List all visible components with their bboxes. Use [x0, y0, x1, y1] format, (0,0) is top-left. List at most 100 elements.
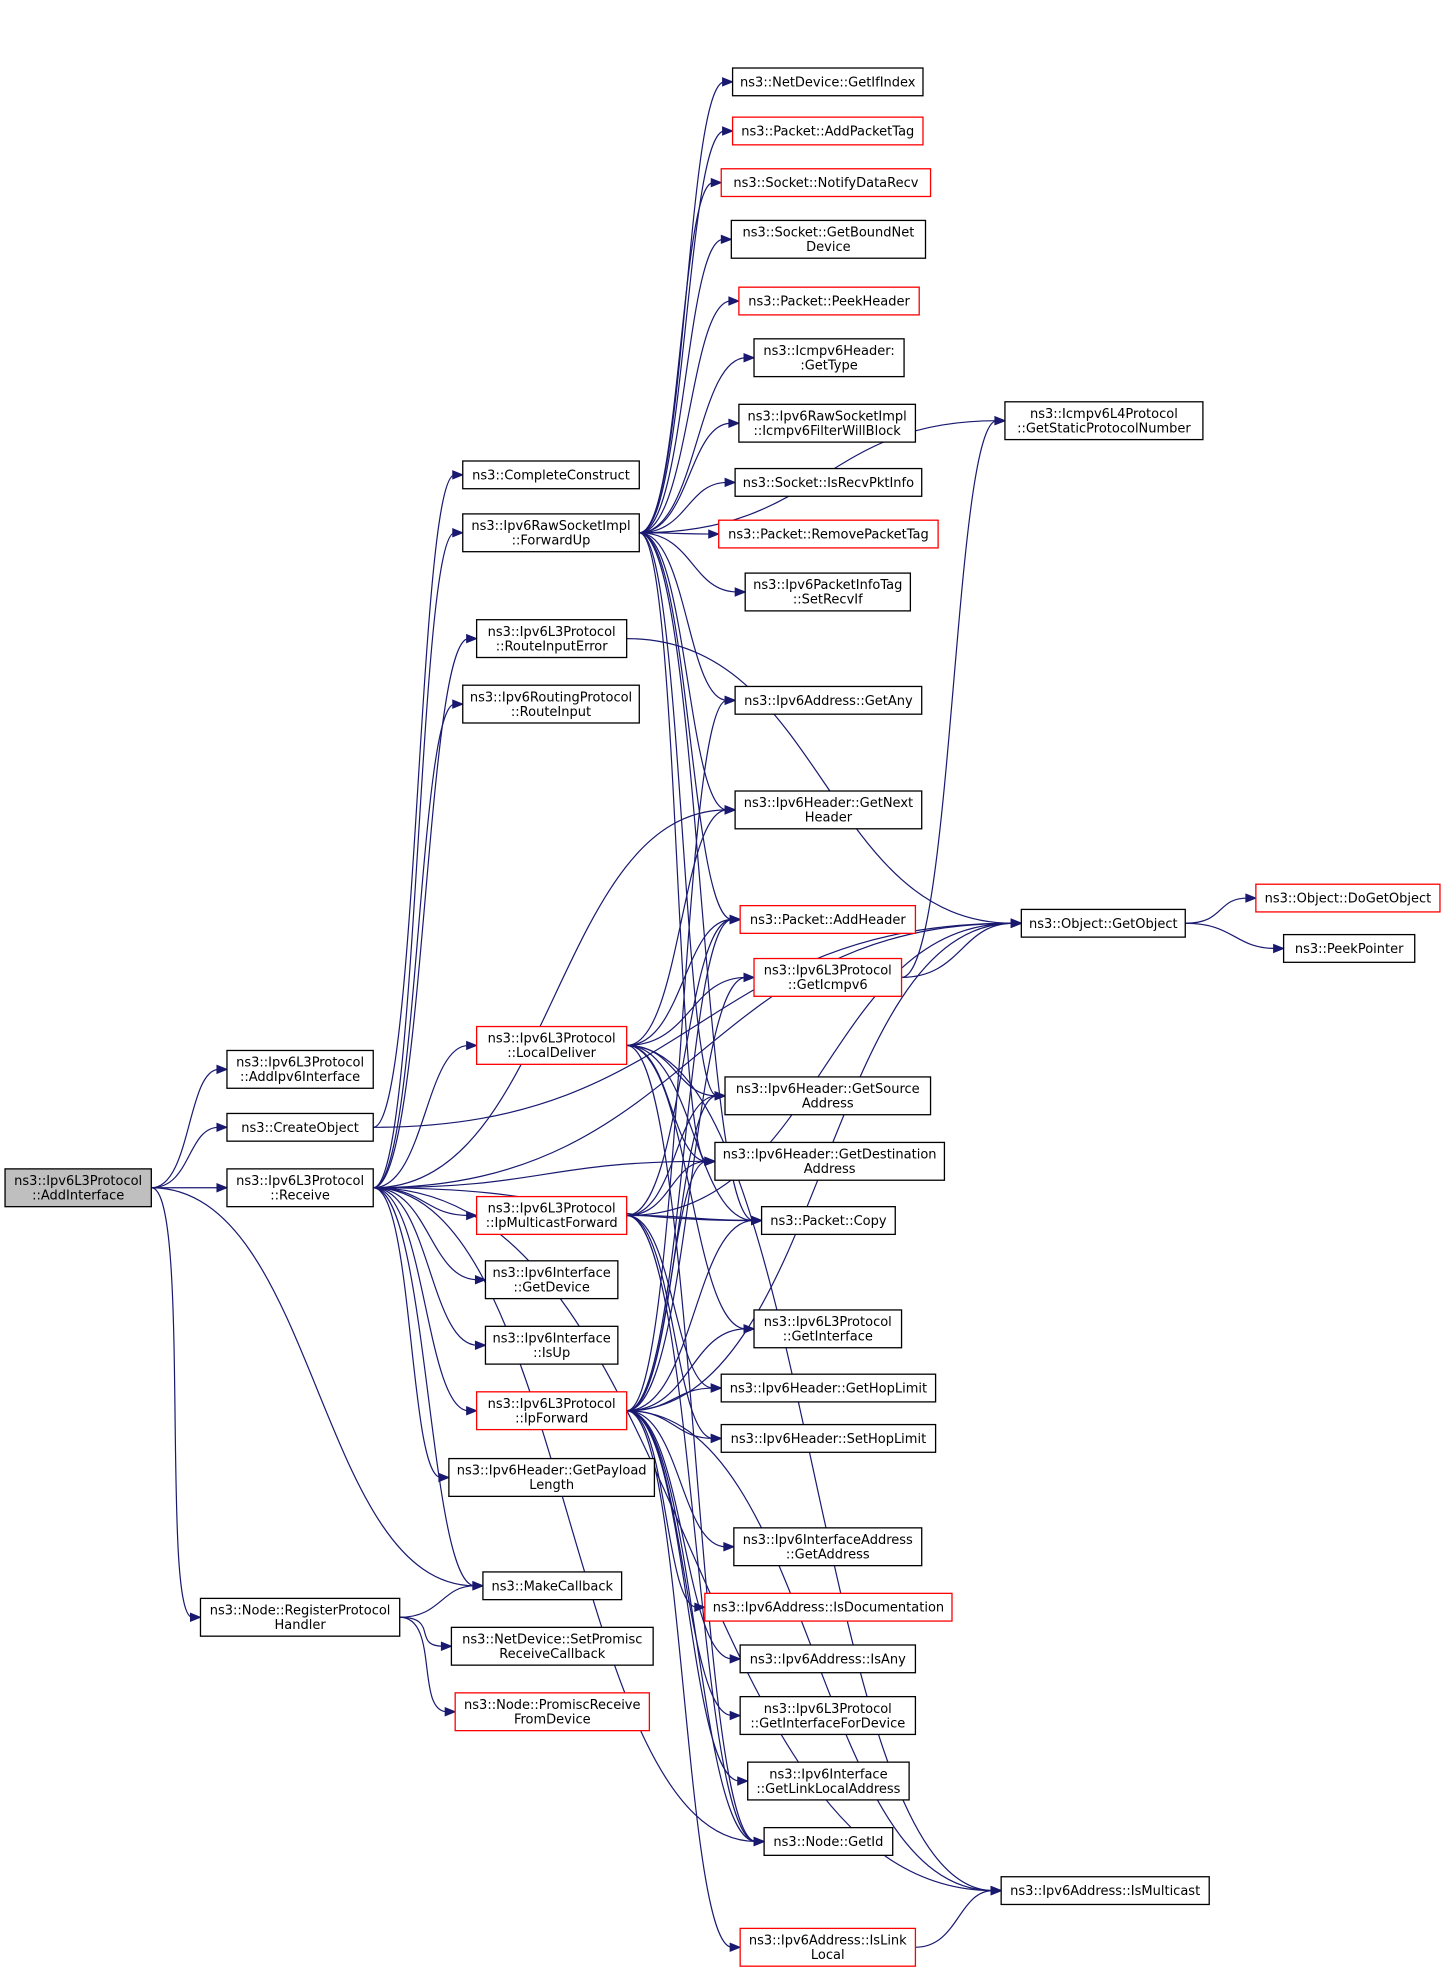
- node-packetcopy[interactable]: ns3::Packet::Copy: [760, 1206, 896, 1236]
- node-ifisup[interactable]: ns3::Ipv6Interface::IsUp: [484, 1325, 619, 1365]
- node-label-line: Handler: [275, 1618, 327, 1633]
- node-getifordevice[interactable]: ns3::Ipv6L3Protocol::GetInterfaceForDevi…: [739, 1695, 917, 1736]
- edge-arrowhead: [440, 1641, 453, 1651]
- node-geticmpv6[interactable]: ns3::Ipv6L3Protocol::GetIcmpv6: [753, 957, 903, 997]
- node-addheader[interactable]: ns3::Packet::AddHeader: [739, 904, 917, 934]
- node-box: [714, 1141, 946, 1181]
- edge-arrowhead: [466, 1040, 478, 1051]
- node-sethoplimit[interactable]: ns3::Ipv6Header::SetHopLimit: [720, 1423, 937, 1453]
- node-peekheader[interactable]: ns3::Packet::PeekHeader: [738, 286, 920, 316]
- node-forwardup[interactable]: ns3::Ipv6RawSocketImpl::ForwardUp: [462, 513, 640, 553]
- node-setpromisc[interactable]: ns3::NetDevice::SetPromiscReceiveCallbac…: [450, 1626, 654, 1666]
- edge-line: [639, 238, 724, 534]
- edge-registerph-to-makecallback: [399, 1581, 485, 1618]
- node-ifgetdevice[interactable]: ns3::Ipv6Interface::GetDevice: [484, 1260, 619, 1300]
- node-box: [760, 1206, 896, 1236]
- node-getlinklocal[interactable]: ns3::Ipv6Interface::GetLinkLocalAddress: [747, 1761, 910, 1801]
- node-isdocumentation[interactable]: ns3::Ipv6Address::IsDocumentation: [704, 1592, 953, 1622]
- node-ipmcastfwd[interactable]: ns3::Ipv6L3Protocol::IpMulticastForward: [475, 1195, 628, 1236]
- node-root[interactable]: ns3::Ipv6L3Protocol::AddInterface: [4, 1168, 152, 1208]
- node-label-line: ns3::Socket::NotifyDataRecv: [733, 176, 918, 191]
- edge-root-to-receive: [151, 1183, 229, 1193]
- node-box: [753, 1309, 903, 1349]
- node-box: [484, 1325, 619, 1365]
- node-isrecvpktinfo[interactable]: ns3::Socket::IsRecvPktInfo: [734, 467, 923, 497]
- edge-line: [626, 1160, 708, 1412]
- node-box: [734, 467, 923, 497]
- edge-line: [639, 130, 725, 534]
- node-label-line: ns3::Ipv6L3Protocol: [488, 1032, 616, 1047]
- node-ipforward[interactable]: ns3::Ipv6L3Protocol::IpForward: [475, 1391, 628, 1431]
- edge-forwardup-to-addheader: [639, 532, 742, 925]
- node-createobj[interactable]: ns3::CreateObject: [226, 1112, 374, 1142]
- node-isany[interactable]: ns3::Ipv6Address::IsAny: [739, 1644, 917, 1674]
- node-icmpgettype[interactable]: ns3::Icmpv6Header::GetType: [753, 338, 905, 378]
- node-label-line: ::GetInterfaceForDevice: [750, 1716, 905, 1731]
- node-addpackettag[interactable]: ns3::Packet::AddPacketTag: [731, 116, 924, 146]
- node-nodegetid[interactable]: ns3::Node::GetId: [763, 1826, 894, 1856]
- node-removepackettag[interactable]: ns3::Packet::RemovePacketTag: [718, 519, 939, 549]
- edge-line: [1185, 922, 1276, 950]
- edge-receive-to-routeinput: [373, 699, 465, 1189]
- edge-line: [373, 922, 1014, 1189]
- node-box: [730, 219, 927, 259]
- node-dogetobject[interactable]: ns3::Object::DoGetObject: [1255, 883, 1441, 913]
- edge-forwardup-to-addpackettag: [639, 126, 734, 534]
- node-routeinputerror[interactable]: ns3::Ipv6L3Protocol::RouteInputError: [475, 619, 628, 659]
- node-label-line: ns3::Object::DoGetObject: [1265, 892, 1432, 907]
- node-receive[interactable]: ns3::Ipv6L3Protocol::Receive: [226, 1168, 374, 1208]
- node-setrecvif[interactable]: ns3::Ipv6PacketInfoTag::SetRecvIf: [744, 572, 912, 612]
- node-ifaddrgetaddr[interactable]: ns3::Ipv6InterfaceAddress::GetAddress: [733, 1527, 923, 1567]
- edge-arrowhead: [743, 352, 756, 363]
- node-filterwillblock[interactable]: ns3::Ipv6RawSocketImpl::Icmpv6FilterWill…: [738, 403, 917, 443]
- node-label-line: ns3::CreateObject: [241, 1121, 359, 1136]
- node-gethoplimit[interactable]: ns3::Ipv6Header::GetHopLimit: [720, 1373, 937, 1403]
- node-label-line: ns3::Ipv6Header::GetSource: [736, 1082, 920, 1097]
- node-label-line: ns3::Ipv6Header::GetHopLimit: [730, 1382, 927, 1397]
- edge-forwardup-to-setrecvif: [639, 532, 747, 597]
- edge-line: [626, 1410, 740, 1782]
- edge-line: [373, 532, 455, 1189]
- node-box: [718, 519, 939, 549]
- node-getobject[interactable]: ns3::Object::GetObject: [1020, 908, 1186, 938]
- edge-arrowhead: [474, 1274, 487, 1285]
- edge-arrowhead: [743, 972, 756, 983]
- edge-line: [373, 1187, 442, 1479]
- edge-arrowhead: [729, 1710, 742, 1721]
- edge-line: [626, 1044, 757, 1843]
- edge-forwardup-to-isrecvpktinfo: [639, 477, 737, 534]
- node-routeinput[interactable]: ns3::Ipv6RoutingProtocol::RouteInput: [462, 684, 640, 724]
- node-box: [226, 1049, 374, 1089]
- node-getifindex[interactable]: ns3::NetDevice::GetIfIndex: [731, 67, 924, 97]
- node-label-line: ns3::Ipv6Interface: [769, 1767, 887, 1782]
- node-completeconstruct[interactable]: ns3::CompleteConstruct: [462, 460, 640, 490]
- node-getany[interactable]: ns3::Ipv6Address::GetAny: [734, 685, 923, 715]
- node-staticprotonum[interactable]: ns3::Icmpv6L4Protocol::GetStaticProtocol…: [1004, 401, 1204, 441]
- node-box: [753, 957, 903, 997]
- node-localdeliver[interactable]: ns3::Ipv6L3Protocol::LocalDeliver: [475, 1025, 628, 1065]
- node-label-line: ns3::NetDevice::GetIfIndex: [740, 75, 916, 90]
- node-peekpointer[interactable]: ns3::PeekPointer: [1282, 933, 1416, 963]
- node-ismulticast[interactable]: ns3::Ipv6Address::IsMulticast: [1000, 1876, 1210, 1906]
- node-label-line: ns3::Ipv6Header::GetNext: [744, 796, 913, 811]
- edge-arrowhead: [466, 1405, 478, 1416]
- edge-line: [639, 532, 738, 593]
- node-notifydatarecv[interactable]: ns3::Socket::NotifyDataRecv: [720, 168, 932, 198]
- node-getinterface[interactable]: ns3::Ipv6L3Protocol::GetInterface: [753, 1309, 903, 1349]
- node-makecallback[interactable]: ns3::MakeCallback: [482, 1571, 623, 1601]
- edge-line: [373, 922, 1014, 1128]
- node-box: [731, 67, 924, 97]
- edge-arrowhead: [734, 587, 747, 597]
- edge-ipforward-to-getifordevice: [626, 1410, 742, 1721]
- edge-line: [626, 1214, 757, 1843]
- node-box: [720, 168, 932, 198]
- node-addipv6[interactable]: ns3::Ipv6L3Protocol::AddIpv6Interface: [226, 1049, 374, 1089]
